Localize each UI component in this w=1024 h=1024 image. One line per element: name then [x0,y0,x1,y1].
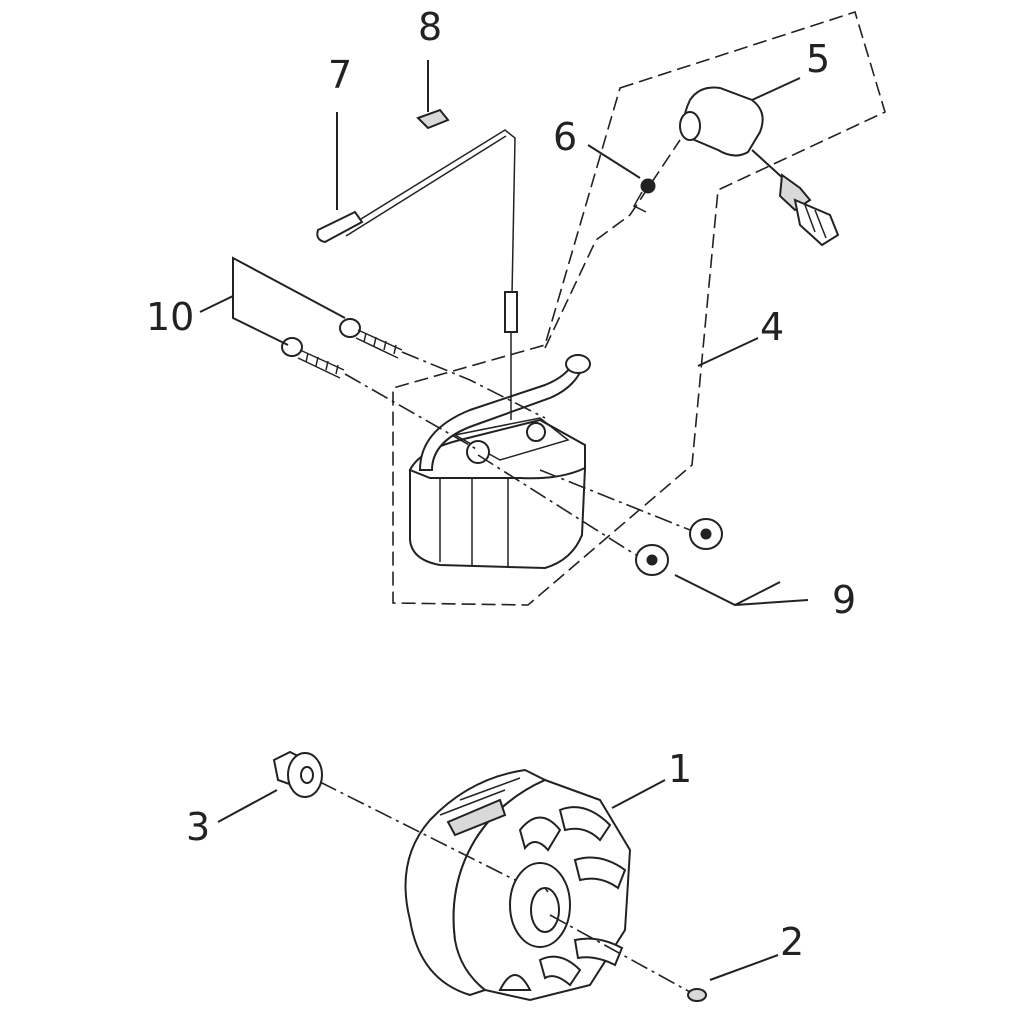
callout-9: 9 [832,578,856,622]
spark-plug-lead [544,139,681,349]
callout-1: 1 [668,747,692,791]
callout-8: 8 [418,5,442,49]
callout-3: 3 [186,805,210,849]
key-axis [549,914,691,993]
flywheel [404,768,632,1002]
leader-5 [751,77,801,101]
callout-2: 2 [780,920,804,964]
spacer-axis-left [477,454,637,556]
flywheel-key [687,988,707,1002]
spacer-left [635,544,669,576]
stop-wire [316,129,518,420]
spark-plug [751,149,840,247]
leader-2 [709,954,779,981]
callout-7: 7 [328,53,352,97]
flywheel-nut [272,750,323,798]
callout-4: 4 [760,305,784,349]
leader-3 [217,789,278,823]
coil-bolt-lower [281,337,345,379]
leader-9 [674,574,809,607]
coil-bolt-upper [339,318,403,359]
leader-4 [697,337,759,367]
callout-5: 5 [806,37,830,81]
ignition-coil [408,354,591,570]
spring [632,178,656,213]
bolt-axis-upper [401,351,546,419]
callout-10: 10 [146,295,194,339]
spacer-axis-right [539,469,691,531]
nut-axis [319,781,516,881]
leader-10 [199,256,346,346]
spark-plug-cap [679,86,764,157]
leader-1 [611,779,666,809]
leader-6 [587,144,641,179]
callout-6: 6 [553,115,577,159]
wire-clip [416,108,450,130]
spacer-right [689,518,723,550]
bolt-axis-lower [344,373,479,451]
